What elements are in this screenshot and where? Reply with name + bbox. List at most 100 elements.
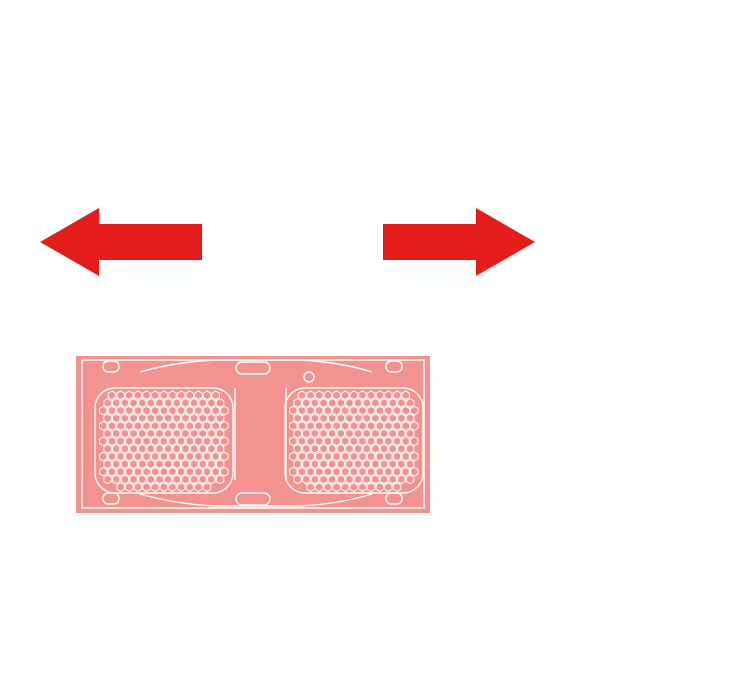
grille-hole <box>159 451 169 462</box>
grille-hole <box>120 443 130 454</box>
grille-hole <box>375 421 384 431</box>
grille-hole <box>297 436 307 447</box>
grille-hole <box>133 466 143 477</box>
grille-hole <box>353 443 363 454</box>
grille-hole <box>133 436 143 447</box>
grille-hole <box>379 443 389 454</box>
grille-hole <box>349 436 359 447</box>
grille-hole <box>125 451 134 462</box>
grille-hole <box>353 459 363 469</box>
grille-hole <box>172 413 181 424</box>
grille-hole <box>116 421 125 431</box>
grille-hole <box>194 390 203 401</box>
grille-hole <box>168 466 177 477</box>
grille-hole <box>185 466 194 477</box>
grille-hole <box>306 466 315 477</box>
grille-hole <box>99 421 108 431</box>
grille-hole <box>358 436 367 447</box>
grille-hole <box>185 405 194 416</box>
grille-hole <box>99 436 108 447</box>
grille-left-honeycomb <box>99 390 229 492</box>
grille-hole <box>371 474 380 485</box>
grille-hole <box>172 443 181 454</box>
grille-hole <box>379 428 389 439</box>
grille-hole <box>168 482 177 492</box>
grille-hole <box>289 436 298 447</box>
grille-hole <box>384 451 393 462</box>
grille-hole <box>302 398 311 408</box>
grille-hole <box>146 413 156 424</box>
grille-hole <box>211 390 220 401</box>
grille-hole <box>151 390 160 401</box>
grille-hole <box>207 459 216 469</box>
grille-hole <box>220 436 229 447</box>
grille-hole <box>120 474 130 485</box>
grille-hole <box>306 405 315 416</box>
grille-hole <box>410 436 419 447</box>
grille-hole <box>189 398 199 408</box>
grille-hole <box>159 421 169 431</box>
grille-hole <box>172 398 181 408</box>
grille-hole <box>142 466 151 477</box>
grille-hole <box>384 466 393 477</box>
grille-hole <box>410 451 419 462</box>
grille-hole <box>345 398 354 408</box>
grille-hole <box>293 398 302 408</box>
grille-hole <box>328 474 337 485</box>
grille-hole <box>181 459 190 469</box>
grille-hole <box>297 451 307 462</box>
grille-hole <box>138 474 147 485</box>
grille-hole <box>401 451 410 462</box>
grille-hole <box>168 436 177 447</box>
grille-hole <box>345 413 354 424</box>
grille-left-border <box>94 387 234 494</box>
grille-hole <box>116 436 125 447</box>
grille-hole <box>116 405 125 416</box>
grille-hole <box>310 428 320 439</box>
grille-hole <box>384 436 393 447</box>
grille-hole <box>358 451 367 462</box>
grille-hole <box>138 413 147 424</box>
grille-hole <box>116 482 125 492</box>
grille-hole <box>103 459 112 469</box>
grille-hole <box>189 413 199 424</box>
grille-hole <box>384 390 393 401</box>
grille-hole <box>362 413 371 424</box>
grille-hole <box>341 482 350 492</box>
grille-hole <box>220 451 229 462</box>
grille-hole <box>366 436 376 447</box>
grille-hole <box>151 405 160 416</box>
grille-hole <box>315 390 324 401</box>
grille-hole <box>142 421 151 431</box>
grille-hole <box>103 413 112 424</box>
grille-hole <box>151 451 160 462</box>
grille-hole <box>107 466 117 477</box>
grille-hole <box>112 443 121 454</box>
grille-hole <box>375 482 384 492</box>
grille-hole <box>120 398 130 408</box>
grille-hole <box>306 436 315 447</box>
grille-hole <box>215 428 225 439</box>
grille-hole <box>332 421 341 431</box>
grille-hole <box>163 398 173 408</box>
grille-hole <box>103 474 112 485</box>
grille-hole <box>319 459 328 469</box>
grille-hole <box>198 459 207 469</box>
grille-hole <box>146 428 156 439</box>
grille-hole <box>220 421 229 431</box>
grille-hole <box>155 398 164 408</box>
grille-hole <box>397 474 406 485</box>
grille-hole <box>202 405 212 416</box>
grille-hole <box>375 466 384 477</box>
grille-hole <box>358 466 367 477</box>
grille-hole <box>129 428 138 439</box>
grille-hole <box>112 459 121 469</box>
grille-hole <box>353 398 363 408</box>
grille-hole <box>202 466 212 477</box>
grille-hole <box>405 474 415 485</box>
grille-hole <box>371 443 380 454</box>
grille-hole <box>168 451 177 462</box>
grille-hole <box>297 421 307 431</box>
grille-hole <box>341 421 350 431</box>
